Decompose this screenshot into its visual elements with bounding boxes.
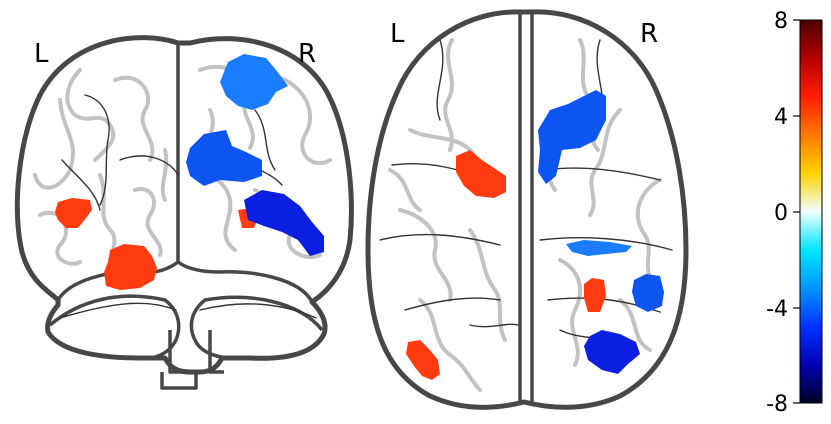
- brainstem: [160, 330, 224, 390]
- axial-blob-right-frontal: [538, 90, 606, 184]
- right-cerebellum: [189, 295, 324, 361]
- coronal-blob-right-lateral: [244, 190, 324, 256]
- cerebellum-fold: [59, 302, 177, 319]
- axial-blob-right-occipital: [584, 330, 640, 374]
- colorbar-tick-label: 4: [774, 105, 788, 130]
- axial-right-label: R: [640, 19, 658, 49]
- axial-blob-left-central: [456, 150, 506, 198]
- colorbar-tick-label: 0: [774, 201, 788, 226]
- axial-outline: [365, 9, 689, 410]
- colorbar-tick-label: -4: [766, 297, 788, 322]
- colorbar-tick-label: 8: [774, 9, 788, 34]
- coronal-blob-left-occipital: [104, 244, 157, 290]
- coronal-right-label: R: [298, 39, 316, 69]
- axial-blob-right-posterior-red: [584, 278, 606, 312]
- colorbar-gradient: [799, 19, 823, 404]
- coronal-blob-right-frontal: [220, 54, 288, 110]
- colorbar-tick-label: -8: [766, 392, 788, 417]
- colorbar: 8 4 0 -4 -8: [766, 9, 823, 417]
- axial-blob-right-mid: [566, 240, 632, 256]
- colorbar-ticks: [793, 19, 800, 404]
- axial-view: L R: [365, 9, 689, 410]
- coronal-left-label: L: [34, 39, 49, 69]
- axial-sulci: [388, 38, 662, 392]
- coronal-blob-right-mid: [186, 130, 262, 186]
- axial-blob-left-posterior: [406, 340, 440, 380]
- coronal-view: L R: [14, 35, 354, 390]
- coronal-blob-left-lateral: [55, 198, 92, 228]
- axial-left-label: L: [390, 19, 405, 49]
- cerebellum-fold-2: [199, 303, 317, 319]
- axial-blob-right-lateral: [632, 274, 664, 312]
